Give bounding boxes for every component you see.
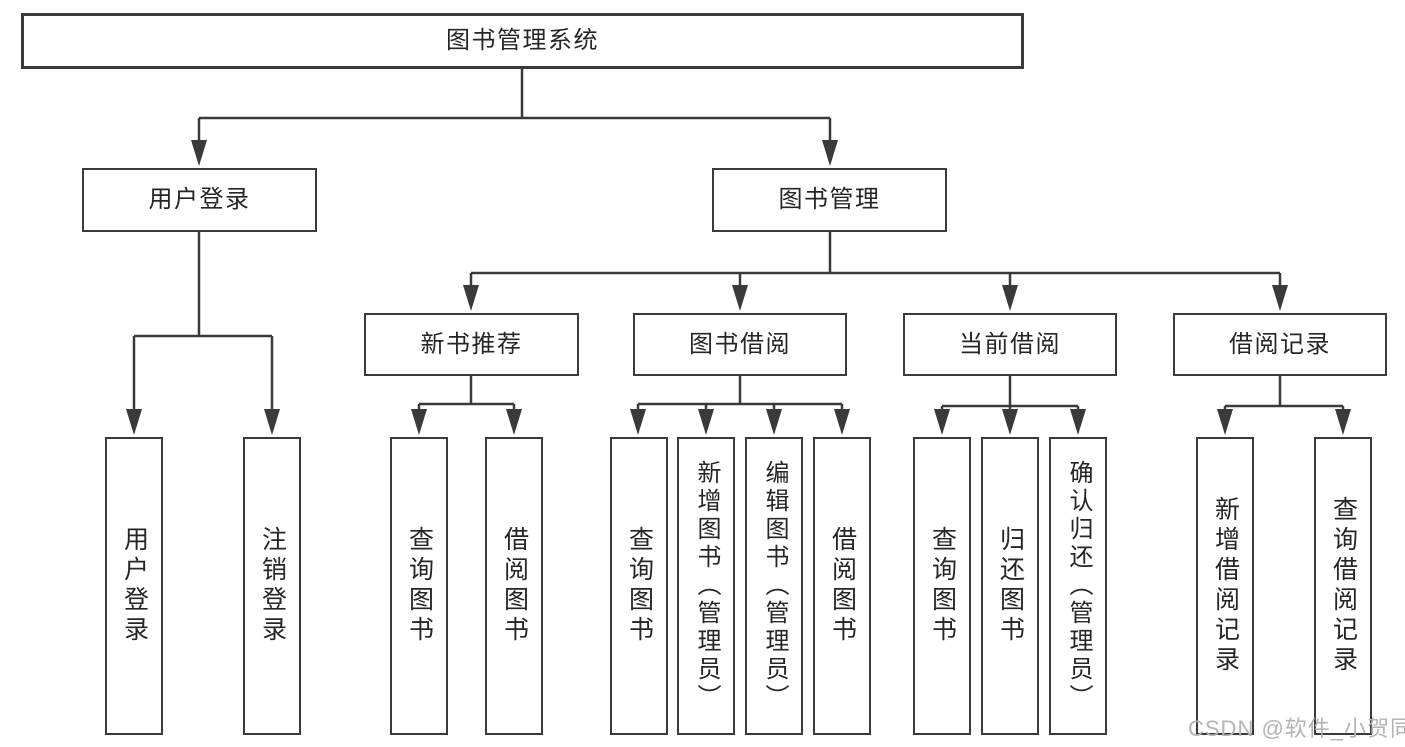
leaf-add-borrow-record-label: 新增借阅记录 [1211, 496, 1240, 676]
leaf-borrow-books-under-recommend-label: 借阅图书 [500, 526, 529, 646]
connector-records-to-leaves [1217, 376, 1351, 435]
node-current-borrowing-label: 当前借阅 [959, 330, 1061, 358]
leaf-return-books: 归还图书 [981, 437, 1039, 735]
node-book-borrowing: 图书借阅 [633, 313, 847, 376]
leaf-user-login: 用户登录 [105, 437, 163, 735]
leaf-edit-books-admin-label: 编辑图书（管理员） [761, 460, 788, 712]
leaf-user-login-label: 用户登录 [120, 526, 149, 646]
leaf-logout-label: 注销登录 [258, 526, 287, 646]
connector-borrow-to-leaves [630, 376, 850, 435]
leaf-query-books-under-recommend: 查询图书 [390, 437, 448, 735]
connector-recommend-to-leaves [411, 376, 522, 435]
node-user-login-label: 用户登录 [148, 186, 251, 213]
leaf-query-books-under-current-label: 查询图书 [928, 526, 957, 646]
node-new-book-recommendation: 新书推荐 [364, 313, 579, 376]
node-user-login: 用户登录 [82, 168, 317, 232]
connector-bookmgmt-to-level2 [463, 232, 1288, 311]
leaf-logout: 注销登录 [243, 437, 301, 735]
leaf-borrow-books-under-borrow-label: 借阅图书 [828, 526, 857, 646]
leaf-add-books-admin-label: 新增图书（管理员） [693, 460, 720, 712]
connector-root-to-level1 [191, 69, 838, 166]
leaf-query-books-under-recommend-label: 查询图书 [405, 526, 434, 646]
leaf-query-books-under-borrow: 查询图书 [610, 437, 668, 735]
node-borrowing-records-label: 借阅记录 [1229, 330, 1331, 358]
leaf-query-borrow-record-label: 查询借阅记录 [1329, 496, 1358, 676]
leaf-query-books-under-borrow-label: 查询图书 [625, 526, 654, 646]
leaf-borrow-books-under-recommend: 借阅图书 [485, 437, 543, 735]
node-book-management-label: 图书管理 [778, 186, 881, 213]
leaf-confirm-return-admin: 确认归还（管理员） [1049, 437, 1107, 735]
watermark: CSDN @软件_小贺同学 [1188, 716, 1405, 741]
leaf-borrow-books-under-borrow: 借阅图书 [813, 437, 871, 735]
leaf-query-books-under-current: 查询图书 [913, 437, 971, 735]
connector-current-to-leaves [934, 376, 1086, 435]
node-root-label: 图书管理系统 [446, 27, 599, 54]
leaf-add-books-admin: 新增图书（管理员） [677, 437, 735, 735]
leaf-query-borrow-record: 查询借阅记录 [1314, 437, 1372, 735]
node-new-book-recommendation-label: 新书推荐 [420, 330, 523, 358]
node-book-borrowing-label: 图书借阅 [689, 330, 791, 358]
leaf-edit-books-admin: 编辑图书（管理员） [745, 437, 803, 735]
leaf-return-books-label: 归还图书 [996, 526, 1025, 646]
leaf-add-borrow-record: 新增借阅记录 [1196, 437, 1254, 735]
node-borrowing-records: 借阅记录 [1173, 313, 1387, 376]
connector-userlogin-to-leaves [126, 232, 280, 435]
node-root-system: 图书管理系统 [21, 13, 1024, 69]
leaf-confirm-return-admin-label: 确认归还（管理员） [1065, 460, 1092, 712]
node-current-borrowing: 当前借阅 [903, 313, 1117, 376]
node-book-management: 图书管理 [712, 168, 947, 232]
